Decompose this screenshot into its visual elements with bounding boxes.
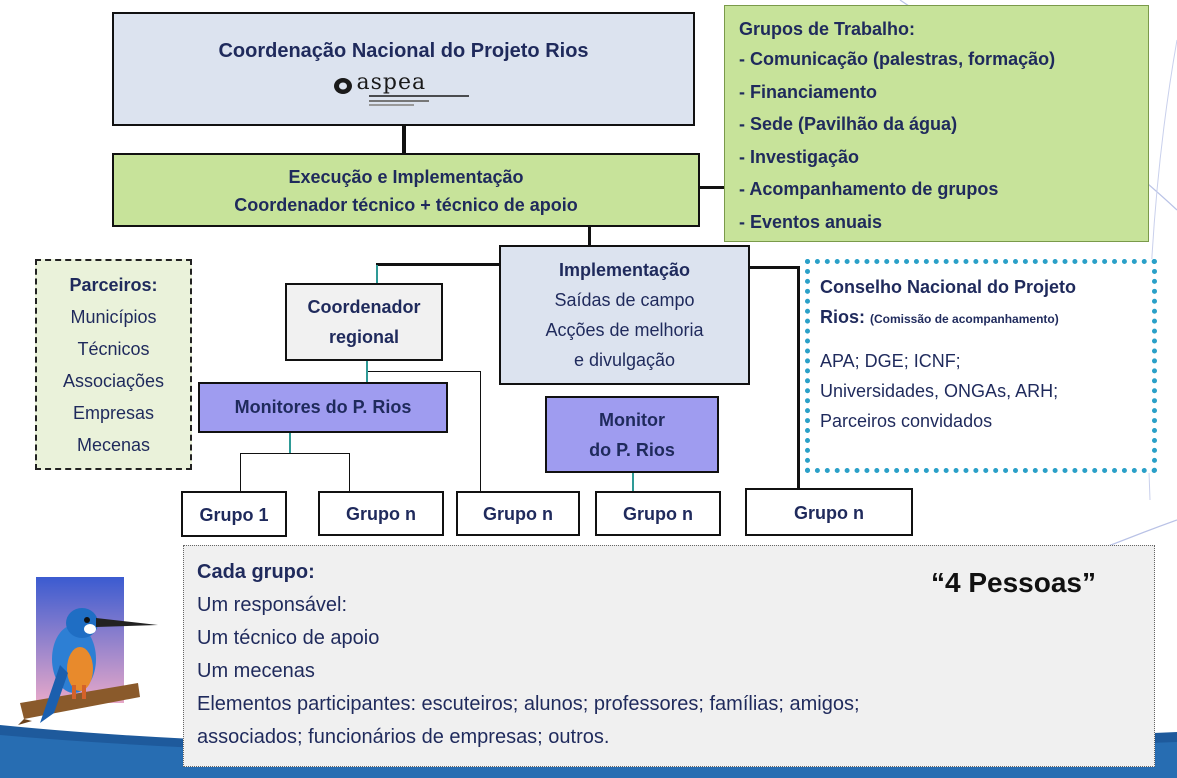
teal-connector-regional-monitors — [366, 360, 368, 382]
teal-connector-regional — [376, 265, 378, 283]
national-coordination-title: Coordenação Nacional do Projeto Rios — [218, 40, 589, 62]
national-council-member: Parceiros convidados — [820, 411, 993, 431]
partner-item: Mecenas — [76, 435, 151, 455]
national-council-title2: Rios: — [820, 307, 865, 327]
implementation-item: e divulgação — [573, 350, 676, 370]
aspea-logo-icon — [333, 78, 469, 106]
working-groups-title: Grupos de Trabalho: — [739, 19, 916, 39]
aspea-logo-text: aspea — [356, 70, 427, 95]
connector-groupn — [349, 453, 350, 492]
connector-regional-right — [368, 371, 480, 372]
execution-line1: Execução e Implementação — [288, 167, 524, 187]
national-council-title1: Conselho Nacional do Projeto — [820, 277, 1077, 297]
group-label: Grupo n — [794, 503, 864, 523]
group-info-line: Um técnico de apoio — [197, 627, 380, 649]
monitors-label: Monitores do P. Rios — [234, 397, 412, 417]
working-group-item: - Sede (Pavilhão da água) — [739, 114, 958, 134]
group-info-line: Elementos participantes: escuteiros; alu… — [197, 693, 860, 715]
group-info-box: Cada grupo: Um responsável: Um técnico d… — [183, 545, 1155, 767]
group-info-line: Um responsável: — [197, 594, 348, 616]
connector-national-execution — [402, 125, 406, 153]
national-council-box: Conselho Nacional do Projeto Rios: (Comi… — [805, 259, 1157, 473]
aspea-logo: aspea — [329, 70, 479, 108]
partner-item: Técnicos — [77, 339, 150, 359]
group-box: Grupo 1 — [181, 491, 287, 537]
implementation-box: Implementação Saídas de campo Acções de … — [499, 245, 750, 385]
connector-monitors-groups-bar — [240, 453, 350, 454]
implementation-item: Saídas de campo — [554, 290, 695, 310]
regional-coordinator-line2: regional — [328, 327, 399, 347]
national-council-note: (Comissão de acompanhamento) — [870, 312, 1059, 326]
teal-connector-monitor-group — [632, 472, 634, 491]
group-label: Grupo n — [346, 504, 416, 524]
connector-implementation-bar — [376, 263, 500, 266]
connector-execution-down — [588, 225, 591, 245]
execution-box: Execução e Implementação Coordenador téc… — [112, 153, 700, 227]
working-group-item: - Financiamento — [739, 81, 878, 102]
national-coordination-box: Coordenação Nacional do Projeto Rios asp… — [112, 12, 695, 126]
national-council-title2-row: Rios: (Comissão de acompanhamento) — [820, 302, 1152, 334]
connector-implementation-council — [749, 266, 799, 269]
group-info-title: Cada grupo: — [197, 561, 315, 583]
monitor-line1: Monitor — [599, 410, 665, 430]
working-group-item: - Comunicação (palestras, formação) — [739, 49, 1056, 69]
group-box: Grupo n — [318, 491, 444, 536]
partners-title: Parceiros: — [69, 275, 158, 295]
partner-item: Municípios — [70, 307, 157, 327]
regional-coordinator-line1: Coordenador — [307, 297, 421, 317]
group-info-line: associados; funcionários de empresas; ou… — [197, 726, 610, 748]
teal-connector-monitors-down — [289, 432, 291, 453]
group-box: Grupo n — [595, 491, 721, 536]
partner-item: Associações — [62, 371, 165, 391]
group-info-quote: “4 Pessoas” — [931, 567, 1096, 598]
national-council-member: Universidades, ONGAs, ARH; — [820, 381, 1059, 401]
connector-group1 — [240, 453, 241, 492]
execution-line2: Coordenador técnico + técnico de apoio — [234, 195, 578, 215]
monitor-line2: do P. Rios — [589, 440, 675, 460]
partner-item: Empresas — [72, 403, 155, 423]
group-info-line: Um mecenas — [197, 660, 315, 682]
monitors-box: Monitores do P. Rios — [198, 382, 448, 433]
national-council-member: APA; DGE; ICNF; — [820, 351, 961, 371]
implementation-title: Implementação — [558, 260, 691, 280]
working-groups-box: Grupos de Trabalho: - Comunicação (pales… — [724, 5, 1149, 242]
monitor-box: Monitor do P. Rios — [545, 396, 719, 473]
working-group-item: - Eventos anuais — [739, 211, 883, 232]
connector-execution-workgroups — [700, 186, 725, 189]
group-box: Grupo n — [456, 491, 580, 536]
working-group-item: - Acompanhamento de grupos — [739, 179, 999, 199]
regional-coordinator-box: Coordenador regional — [285, 283, 443, 361]
group-box: Grupo n — [745, 488, 913, 536]
partners-box: Parceiros: Municípios Técnicos Associaçõ… — [35, 259, 192, 470]
group-label: Grupo n — [483, 504, 553, 524]
implementation-item: Acções de melhoria — [545, 320, 704, 340]
group-label: Grupo 1 — [199, 505, 269, 525]
group-label: Grupo n — [623, 504, 693, 524]
connector-council-down — [797, 266, 800, 488]
connector-regional-group-n — [480, 371, 481, 491]
working-group-item: - Investigação — [739, 146, 860, 167]
kingfisher-image — [10, 573, 160, 733]
kingfisher-bird-icon — [18, 577, 158, 725]
